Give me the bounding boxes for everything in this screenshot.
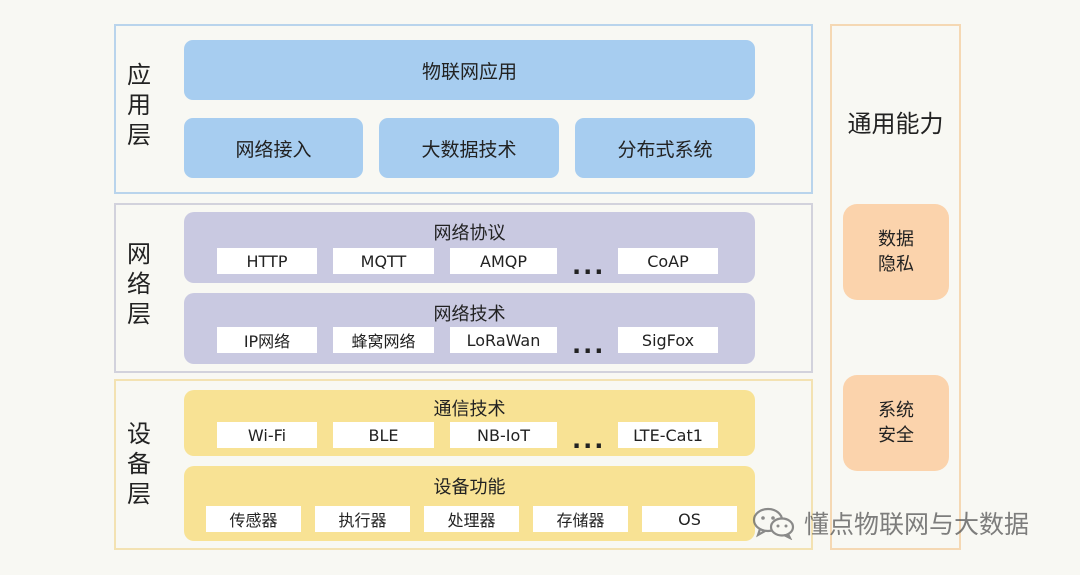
chip-mqtt: MQTT <box>333 248 434 274</box>
chip-wifi: Wi-Fi <box>217 422 317 448</box>
chip-storage: 存储器 <box>533 506 628 532</box>
chip-cellular: 蜂窝网络 <box>333 327 434 353</box>
network-access-box: 网络接入 <box>184 118 363 178</box>
ellipsis: ... <box>572 331 606 359</box>
chip-http: HTTP <box>217 248 317 274</box>
ellipsis: ... <box>572 426 606 454</box>
panel-title: 网络协议 <box>433 223 506 244</box>
chip-lte-cat1: LTE-Cat1 <box>618 422 718 448</box>
distributed-system-box: 分布式系统 <box>575 118 755 178</box>
application-layer: 应 用 层 物联网应用 网络接入 大数据技术 分布式系统 <box>114 24 813 194</box>
chip-nb-iot: NB-IoT <box>450 422 557 448</box>
chip-amqp: AMQP <box>450 248 557 274</box>
side-title: 通用能力 <box>847 110 944 138</box>
watermark: 懂点物联网与大数据 <box>752 505 1029 541</box>
network-layer: 网 络 层 网络协议 HTTP MQTT AMQP ... CoAP 网络技术 … <box>114 203 813 373</box>
wechat-icon <box>752 507 795 540</box>
chip-ip-network: IP网络 <box>217 327 317 353</box>
panel-title: 设备功能 <box>433 477 506 498</box>
device-function-panel: 设备功能 传感器 执行器 处理器 存储器 OS <box>184 466 755 541</box>
chip-ble: BLE <box>333 422 434 448</box>
layer-title: 网 络 层 <box>127 240 151 328</box>
network-tech-panel: 网络技术 IP网络 蜂窝网络 LoRaWan ... SigFox <box>184 293 755 364</box>
chip-processor: 处理器 <box>424 506 519 532</box>
big-data-box: 大数据技术 <box>379 118 559 178</box>
layer-title: 设 备 层 <box>127 420 151 508</box>
panel-title: 网络技术 <box>433 304 506 325</box>
panel-title: 通信技术 <box>433 399 506 420</box>
general-capabilities-column: 通用能力 数据 隐私 系统 安全 <box>830 24 961 550</box>
layer-title: 应 用 层 <box>127 61 151 149</box>
chip-lorawan: LoRaWan <box>450 327 557 353</box>
iot-application-box: 物联网应用 <box>184 40 755 100</box>
watermark-text: 懂点物联网与大数据 <box>804 510 1030 539</box>
chip-coap: CoAP <box>618 248 718 274</box>
chip-actuator: 执行器 <box>315 506 410 532</box>
device-layer: 设 备 层 通信技术 Wi-Fi BLE NB-IoT ... LTE-Cat1… <box>114 379 813 550</box>
system-security-box: 系统 安全 <box>843 375 949 471</box>
chip-sigfox: SigFox <box>618 327 718 353</box>
data-privacy-box: 数据 隐私 <box>843 204 949 300</box>
chip-sensor: 传感器 <box>206 506 301 532</box>
network-protocol-panel: 网络协议 HTTP MQTT AMQP ... CoAP <box>184 212 755 283</box>
chip-os: OS <box>642 506 737 532</box>
communication-tech-panel: 通信技术 Wi-Fi BLE NB-IoT ... LTE-Cat1 <box>184 390 755 456</box>
ellipsis: ... <box>572 252 606 280</box>
